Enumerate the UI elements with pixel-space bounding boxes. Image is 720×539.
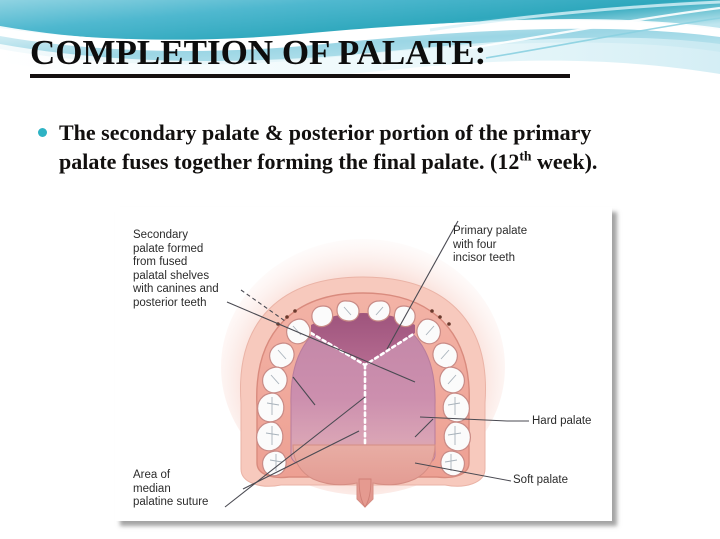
leader-line-soft-palate [414,462,512,482]
leader-line-secondary-branch [292,376,316,406]
leader-line-primary [386,220,459,350]
teeth-right-arch [416,318,471,477]
label-soft-palate: Soft palate [513,474,568,486]
leader-line-secondary-dashed [240,289,286,322]
primary-palate-region [311,313,415,365]
soft-palate-region [292,444,436,508]
bullet-dot-icon [38,128,47,137]
page-title: COMPLETION OF PALATE: [30,33,487,72]
leader-line-secondary [226,301,416,383]
fusion-point-dots [276,309,451,326]
bullet-item-text: The secondary palate & posterior portion… [59,118,599,176]
tooth-right-molar-2 [443,421,471,452]
bullet-list-item: The secondary palate & posterior portion… [38,118,638,176]
palate-illustration-svg [221,220,529,508]
tooth-incisor-left-lateral [311,305,334,328]
bullet-text-tail: week). [531,149,598,174]
teeth-left-arch [256,318,311,477]
swoosh-accent-line-1 [469,6,720,50]
teeth-group [256,300,471,477]
tooth-left-molar-3 [261,450,287,477]
tooth-right-molar-1 [442,392,470,423]
bullet-text-superscript: th [519,148,532,164]
uvula [358,478,372,508]
swoosh-accent-line-2 [485,17,720,59]
tooth-fissure-marks [265,306,462,471]
tooth-left-premolar-1 [269,342,295,369]
leader-lines-group [224,220,529,508]
leader-line-suture-2 [224,396,366,508]
leader-line-hard-palate [419,416,508,422]
label-hard-palate: Hard palate [532,415,592,427]
palate-anatomy-figure: Secondary palate formed from fused palat… [115,207,612,521]
swoosh-accent-line-3 [429,0,720,32]
label-primary-palate: Primary palate with four incisor teeth [453,225,528,264]
tooth-right-premolar-1 [432,342,458,369]
leader-line-suture [242,430,360,490]
title-underline [30,74,570,78]
tooth-right-molar-3 [440,450,466,477]
tooth-left-molar-1 [257,392,285,423]
leader-line-hard-palate-branch [414,418,434,438]
tooth-left-molar-2 [256,421,284,452]
label-median-palatine-suture: Area of median palatine suture [133,469,209,508]
bullet-text-main: The secondary palate & posterior portion… [59,120,592,174]
label-secondary-palate: Secondary palate formed from fused palat… [133,229,219,309]
